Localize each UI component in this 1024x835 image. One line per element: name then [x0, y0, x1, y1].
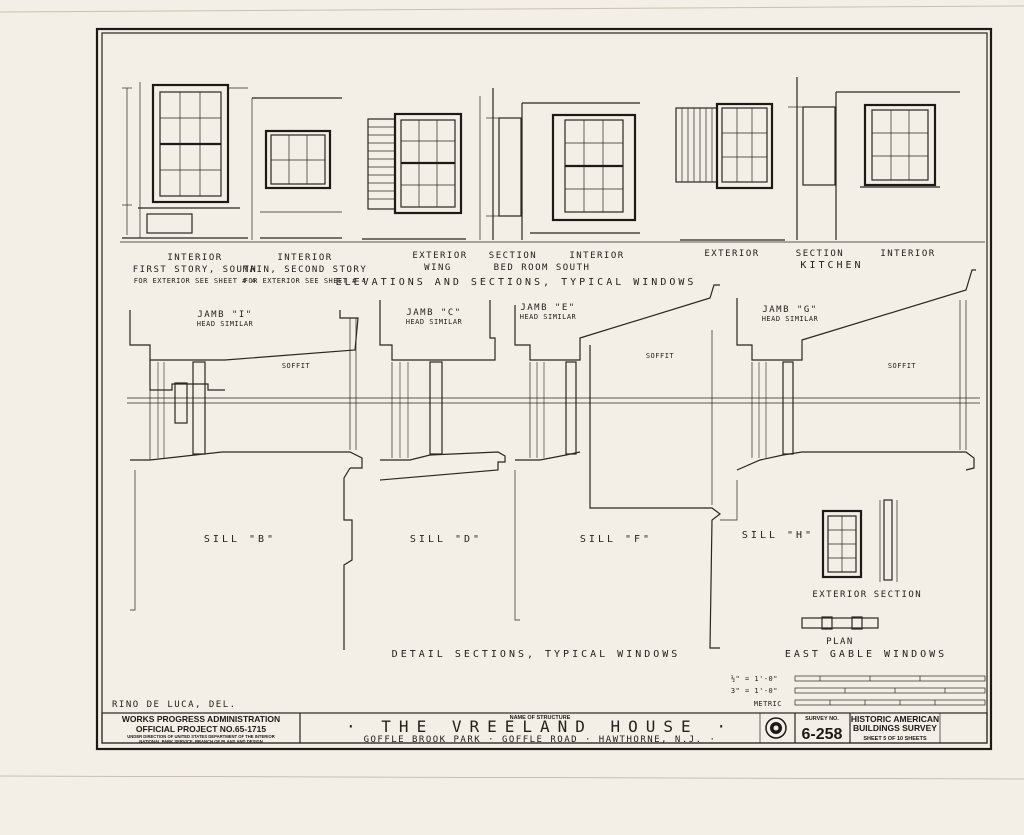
- sheet-number: SHEET 5 OF 10 SHEETS: [863, 736, 927, 742]
- survey-no: 6-258: [802, 726, 843, 743]
- east-gable-windows: EXTERIOR SECTION PLAN EAST GABLE WINDOWS: [785, 499, 947, 660]
- label-exterior-1: EXTERIOR: [412, 251, 467, 261]
- label-second-story-note: FOR EXTERIOR SEE SHEET # 4: [244, 277, 367, 285]
- window-interior-kitchen: [835, 91, 960, 240]
- survey-no-label: SURVEY NO.: [805, 716, 839, 722]
- detail-jamb-c: JAMB "C" HEAD SIMILAR SILL "D": [379, 300, 506, 545]
- section-bed-room: [479, 88, 522, 240]
- jamb-i-sub: HEAD SIMILAR: [197, 320, 254, 328]
- jamb-c-sub: HEAD SIMILAR: [406, 318, 463, 326]
- label-first-story: FIRST STORY, SOUTH: [133, 265, 258, 275]
- jamb-e-sub: HEAD SIMILAR: [520, 313, 577, 321]
- label-bed-room-south: BED ROOM SOUTH: [494, 263, 591, 273]
- sill-h-label: SILL "H": [742, 530, 814, 541]
- wpa-line-1: WORKS PROGRESS ADMINISTRATION: [122, 714, 280, 724]
- scale-label-three: 3" = 1'-0": [731, 687, 778, 695]
- label-wing: WING: [424, 263, 452, 273]
- gable-title: EAST GABLE WINDOWS: [785, 649, 947, 660]
- soffit-label-1: SOFFIT: [282, 362, 311, 370]
- jamb-c-label: JAMB "C": [406, 308, 461, 318]
- structure-name: · THE VREELAND HOUSE ·: [346, 717, 734, 736]
- soffit-label-2: SOFFIT: [646, 352, 675, 360]
- habs-line-2: BUILDINGS SURVEY: [853, 723, 937, 733]
- soffit-label-3: SOFFIT: [888, 362, 917, 370]
- label-interior-4: INTERIOR: [880, 249, 935, 259]
- jamb-i-label: JAMB "I": [197, 310, 252, 320]
- outer-border: [95, 27, 993, 751]
- window-interior-first-story: [122, 82, 248, 239]
- paper-fold-line: [0, 5, 1024, 13]
- elevations-title: ELEVATIONS AND SECTIONS, TYPICAL WINDOWS: [336, 277, 697, 288]
- section-kitchen: [788, 77, 836, 240]
- label-section-2: SECTION: [796, 249, 844, 259]
- jamb-g-label: JAMB "G": [762, 305, 817, 315]
- wpa-line-3: UNDER DIRECTION OF UNITED STATES DEPARTM…: [127, 734, 275, 739]
- window-interior-second-story: [251, 97, 342, 240]
- inner-border: [101, 32, 988, 744]
- label-exterior-2: EXTERIOR: [704, 249, 759, 259]
- label-interior-3: INTERIOR: [569, 251, 624, 261]
- jamb-e-label: JAMB "E": [520, 303, 575, 313]
- label-first-story-note: FOR EXTERIOR SEE SHEET # 4: [134, 277, 257, 285]
- scale-label-half: ½" = 1'-0": [731, 675, 778, 683]
- paper-crease: [0, 775, 1024, 780]
- label-interior-1: INTERIOR: [167, 253, 222, 263]
- scale-label-metric: METRIC: [754, 700, 782, 708]
- name-of-structure-label: NAME OF STRUCTURE: [510, 715, 571, 721]
- window-interior-bed-room: [521, 102, 640, 240]
- sill-b-label: SILL "B": [204, 534, 276, 545]
- gable-plan-label: PLAN: [826, 637, 854, 647]
- label-second-story: MAIN, SECOND STORY: [243, 265, 368, 275]
- detail-jamb-i: JAMB "I" HEAD SIMILAR SOFFIT SILL "B": [129, 310, 363, 650]
- detail-sections: JAMB "I" HEAD SIMILAR SOFFIT SILL "B" JA…: [127, 269, 980, 660]
- title-block: WORKS PROGRESS ADMINISTRATION OFFICIAL P…: [101, 712, 988, 745]
- sill-f-label: SILL "F": [580, 534, 652, 545]
- jamb-g-sub: HEAD SIMILAR: [762, 315, 819, 323]
- draftsman-credit: RINO DE LUCA, DEL.: [112, 700, 237, 710]
- sill-d-label: SILL "D": [410, 534, 482, 545]
- window-exterior-wing: [362, 112, 466, 240]
- gable-section-label: SECTION: [874, 590, 922, 600]
- label-interior-2: INTERIOR: [277, 253, 332, 263]
- label-kitchen: KITCHEN: [800, 260, 863, 271]
- habs-line-1: HISTORIC AMERICAN: [851, 714, 939, 724]
- detail-jamb-g: JAMB "G" HEAD SIMILAR SOFFIT SILL "H": [720, 269, 976, 541]
- scale-bars: ½" = 1'-0" 3" = 1'-0" METRIC: [731, 675, 986, 708]
- details-title: DETAIL SECTIONS, TYPICAL WINDOWS: [392, 649, 681, 660]
- label-section-1: SECTION: [489, 251, 537, 261]
- gable-exterior-label: EXTERIOR: [812, 590, 867, 600]
- wpa-line-2: OFFICIAL PROJECT NO.65-1715: [136, 724, 266, 734]
- window-exterior-kitchen: [675, 102, 785, 241]
- interior-seal-icon: [765, 717, 787, 739]
- detail-jamb-e: JAMB "E" HEAD SIMILAR SOFFIT SILL "F": [514, 284, 721, 649]
- elevations-row: INTERIOR FIRST STORY, SOUTH FOR EXTERIOR…: [120, 77, 985, 288]
- structure-location: GOFFLE BROOK PARK · GOFFLE ROAD · HAWTHO…: [364, 735, 717, 745]
- wpa-line-4: NATIONAL PARK SERVICE, BRANCH OF PLANS A…: [139, 739, 263, 744]
